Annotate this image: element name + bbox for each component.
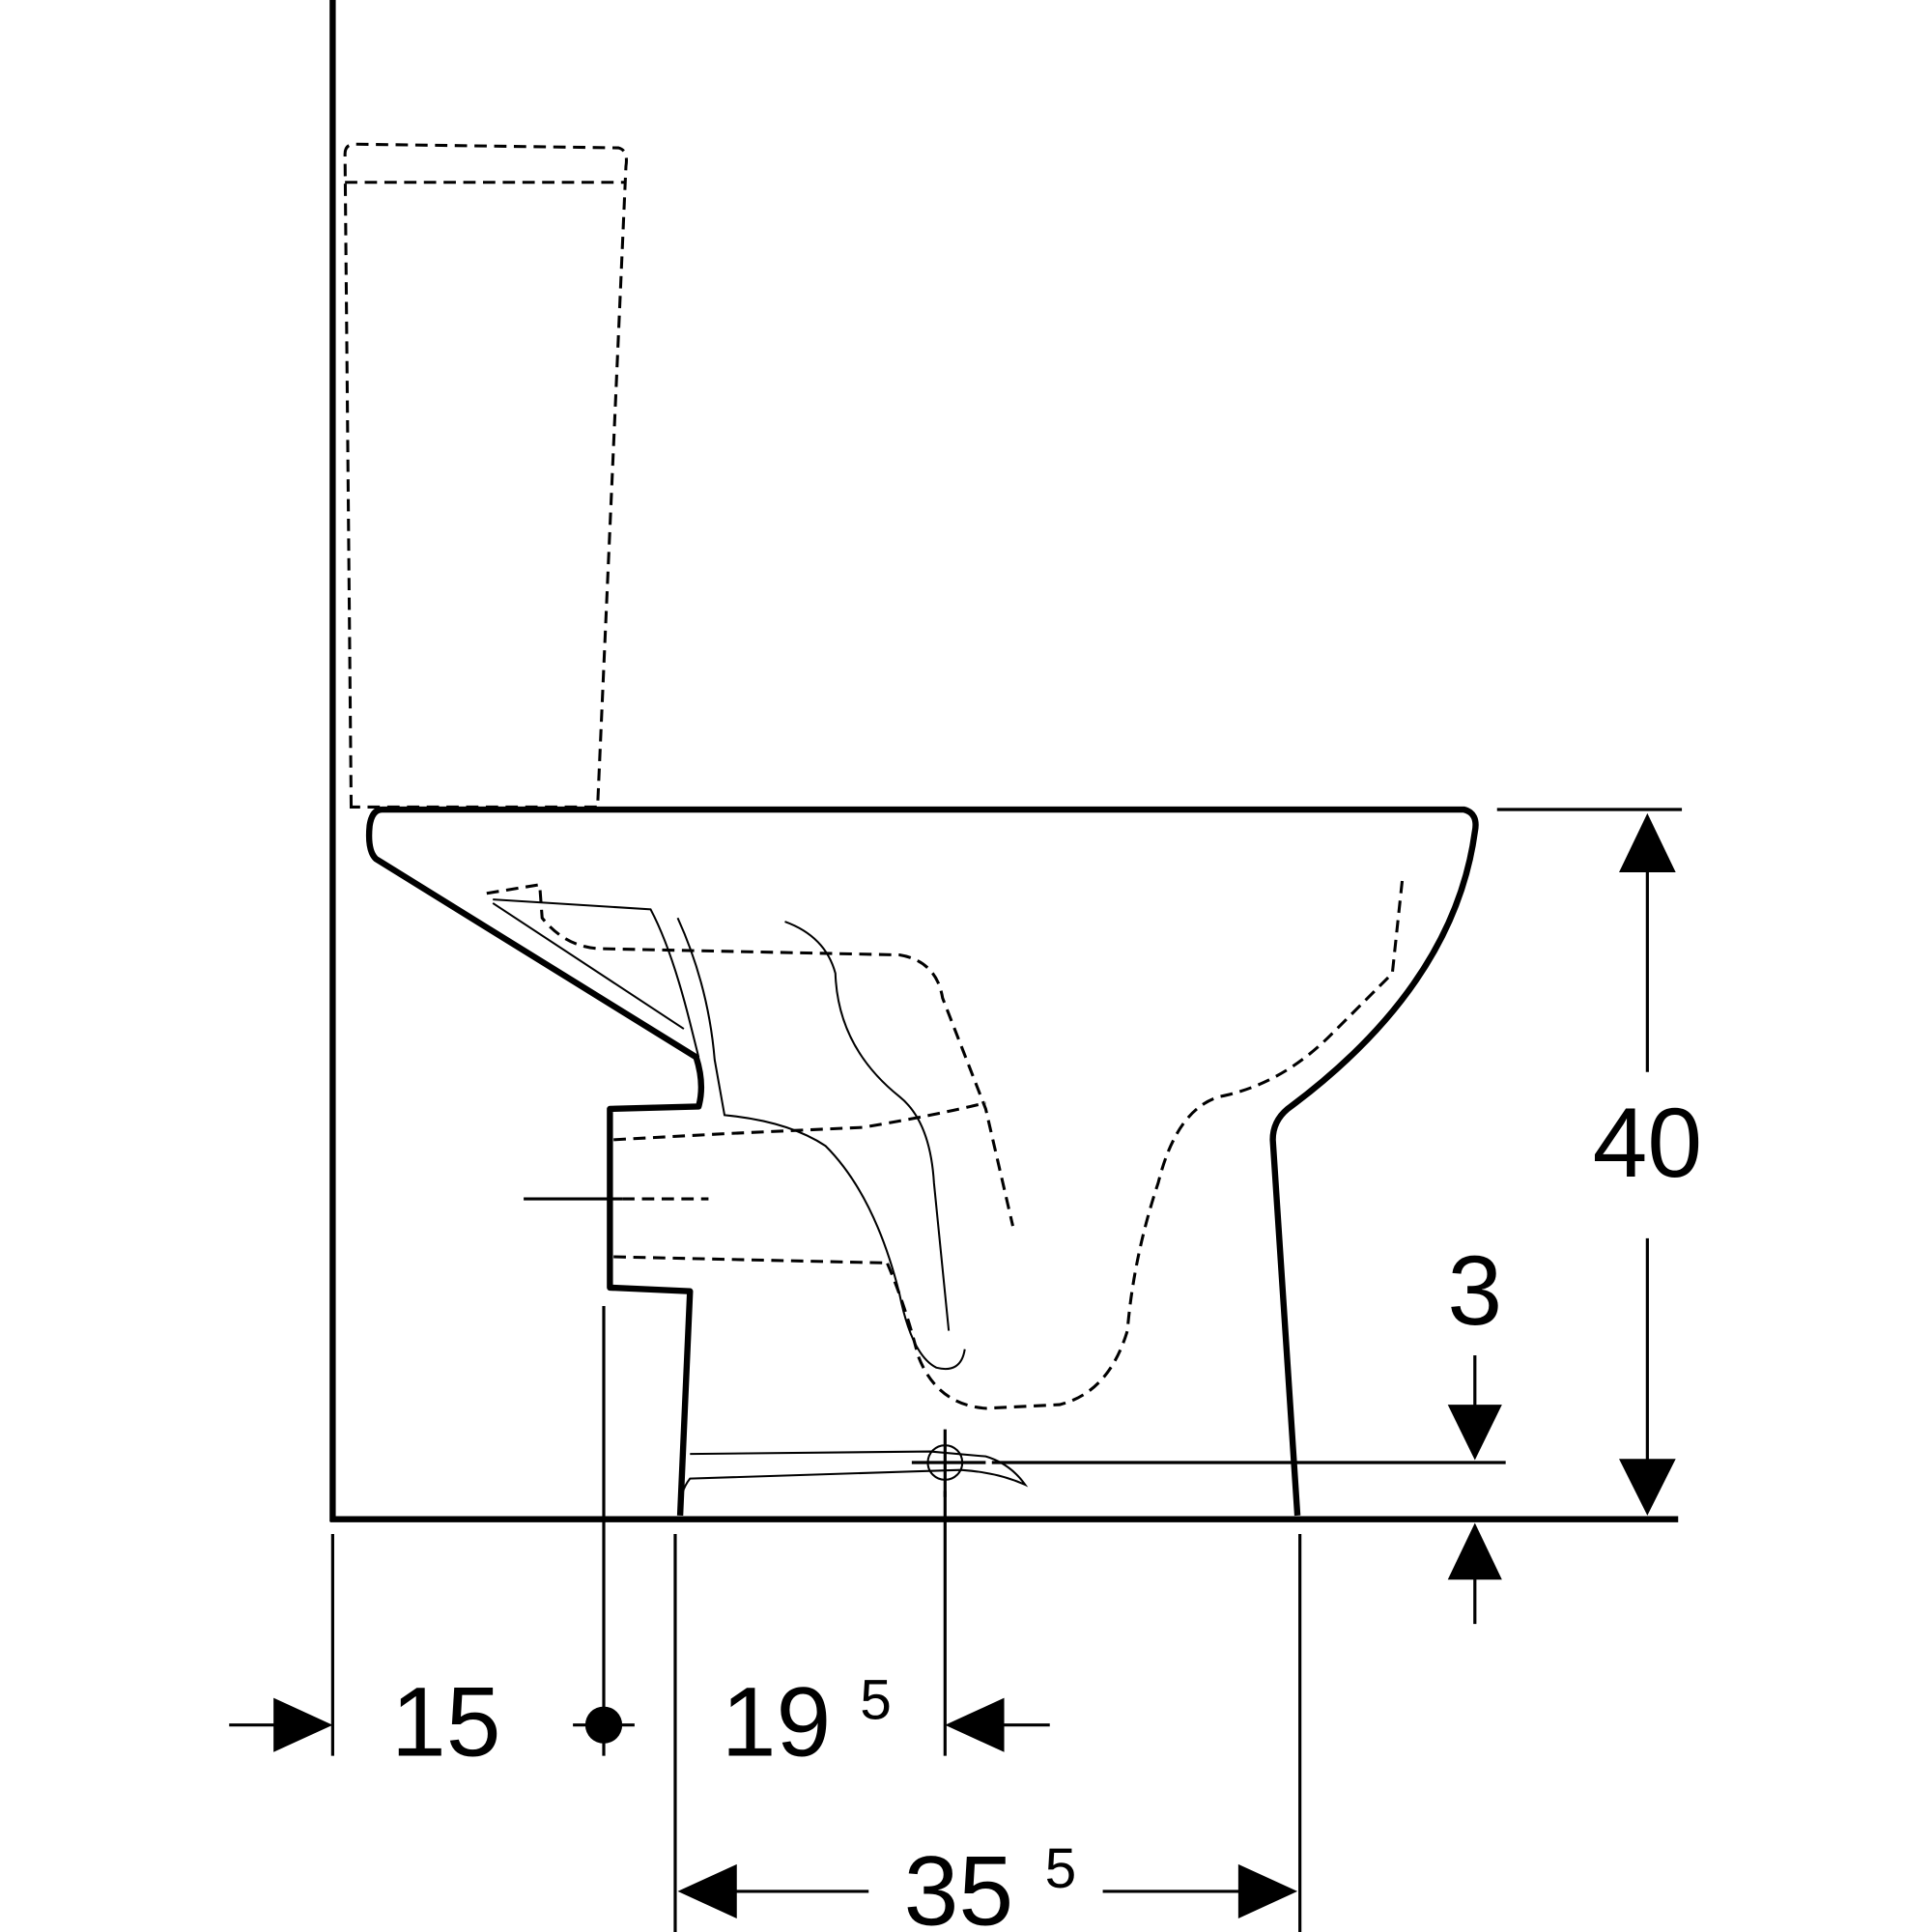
extension-lines xyxy=(330,1306,1302,1932)
foot-depth-label: 35 xyxy=(904,1835,1014,1932)
inlet-to-outlet-label: 19 xyxy=(722,1667,832,1777)
outlet-centre-mark xyxy=(911,1429,986,1497)
bowl-internal-lines xyxy=(492,898,1029,1510)
height-dimension: 40 xyxy=(1496,808,1703,1516)
inlet-dimension-row: 15 19 5 xyxy=(229,1667,1050,1777)
cistern-outline xyxy=(343,142,628,809)
height-label: 40 xyxy=(1593,1088,1703,1198)
inlet-to-outlet-fraction: 5 xyxy=(860,1668,892,1731)
foot-depth-dimension: 35 5 xyxy=(677,1835,1298,1932)
outlet-height-label: 3 xyxy=(1447,1236,1502,1346)
wall-to-inlet-label: 15 xyxy=(391,1667,501,1777)
bowl-outline xyxy=(365,806,1479,1517)
outlet-height-dimension: 3 xyxy=(991,1236,1506,1625)
foot-depth-fraction: 5 xyxy=(1045,1837,1077,1900)
bowl-internal-dashed xyxy=(486,880,1405,1410)
